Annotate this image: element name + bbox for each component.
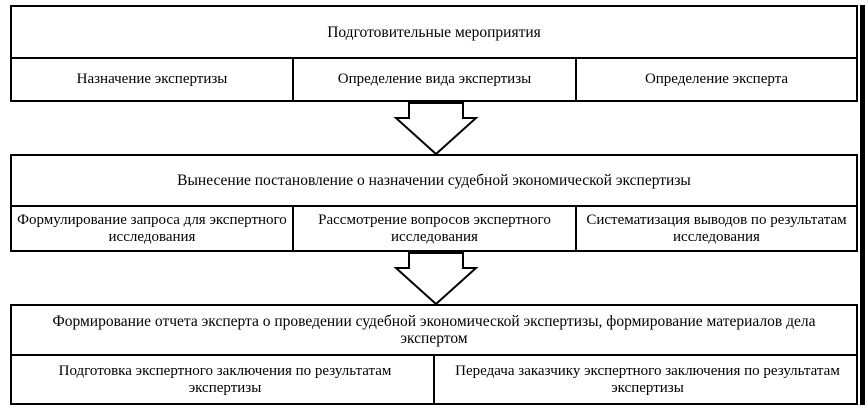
stage-1-divider: [10, 57, 858, 59]
stage-2-title: Вынесение постановление о назначении суд…: [177, 172, 691, 189]
stage-3-title: Формирование отчета эксперта о проведени…: [52, 313, 816, 347]
stage-3-item-2: Передача заказчику экспертного заключени…: [455, 362, 840, 396]
stage-2-col-divider-1: [292, 205, 294, 252]
stage-1-item-2: Определение вида экспертизы: [337, 71, 532, 87]
stage-2-divider: [10, 205, 858, 207]
stage-1-title: Подготовительные мероприятия: [327, 23, 541, 41]
stage-2-item-2: Рассмотрение вопросов экспертного исслед…: [318, 211, 551, 245]
stage-1-item-3: Определение эксперта: [644, 71, 789, 87]
right-edge-bar: [860, 5, 865, 405]
stage-2-col-divider-2: [575, 205, 577, 252]
stage-1-col-divider-1: [292, 57, 294, 102]
stage-3-col-divider: [433, 354, 435, 405]
stage-1-col-divider-2: [575, 57, 577, 102]
stage-3-item-1: Подготовка экспертного заключения по рез…: [58, 362, 392, 396]
down-arrow-2: [393, 252, 479, 306]
down-arrow-1: [393, 102, 479, 156]
stage-1-box: [10, 5, 858, 102]
stage-2-box: [10, 154, 858, 252]
stage-2-item-1: Формулирование запроса для экспертного и…: [17, 211, 287, 245]
stage-2-item-3: Систематизация выводов по результатам ис…: [586, 211, 847, 245]
stage-1-item-1: Назначение экспертизы: [76, 71, 228, 87]
